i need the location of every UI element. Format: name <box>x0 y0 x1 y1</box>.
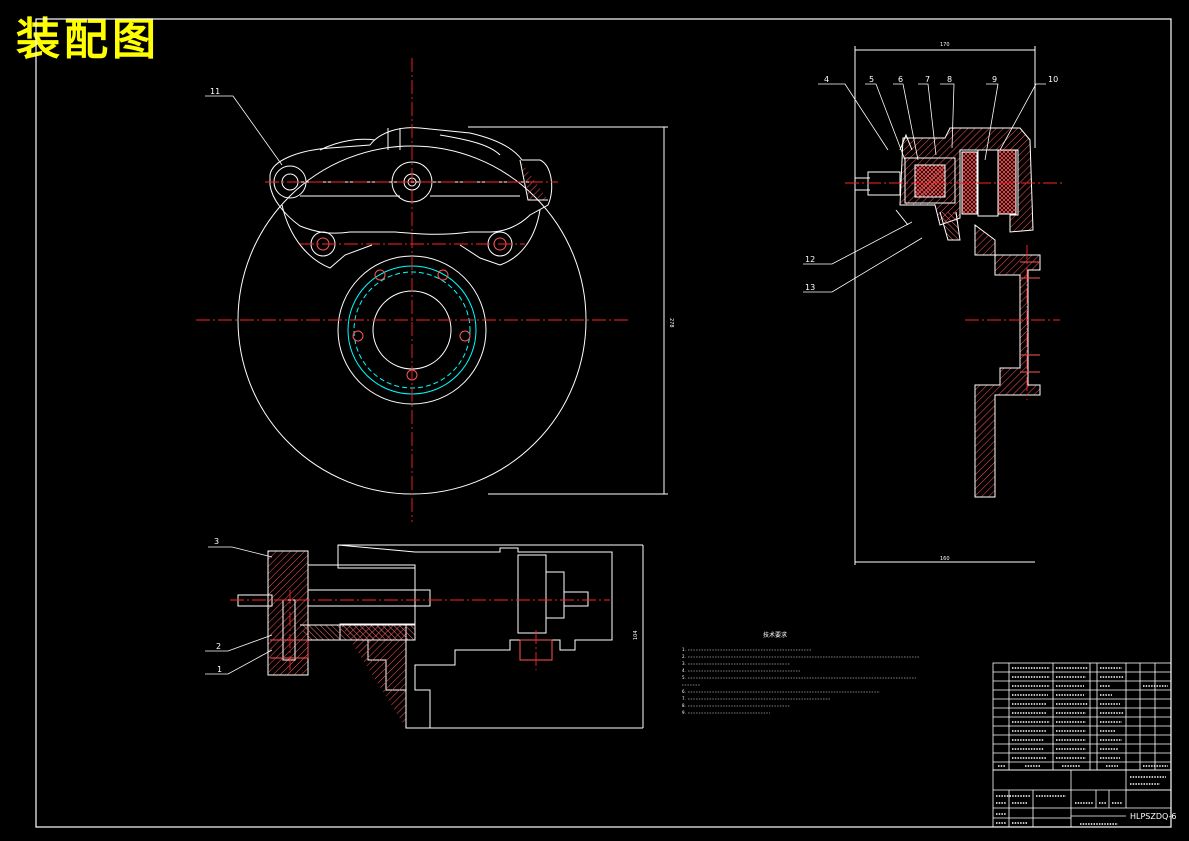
balloon-9: 9 <box>992 75 997 84</box>
tech-req-item: 4. <box>682 668 686 673</box>
balloon-13: 13 <box>805 283 815 292</box>
parts-list-entries <box>998 667 1168 767</box>
tech-req-lines <box>682 649 920 714</box>
tech-req-item: 5. <box>682 675 686 680</box>
svg-text:160: 160 <box>940 556 950 562</box>
side-section-view: 170 160 <box>854 42 1041 565</box>
svg-text:278: 278 <box>668 318 674 328</box>
side-view-centerlines <box>845 182 1065 400</box>
tech-req-item: 3. <box>682 661 686 666</box>
balloon-10: 10 <box>1048 75 1058 84</box>
front-view-centerlines <box>196 58 628 522</box>
bottom-section-view: 104 <box>237 544 644 729</box>
bottom-view-centerlines <box>230 590 610 670</box>
balloon-2: 2 <box>216 642 221 651</box>
pin-shaft <box>307 589 431 607</box>
balloon-8: 8 <box>947 75 952 84</box>
drawing-title: 装配图 <box>16 14 160 65</box>
balloon-4: 4 <box>824 75 829 84</box>
bottom-dimension-frame <box>338 544 644 729</box>
caliper-top-bracket <box>387 128 401 150</box>
leader-lines <box>205 83 1046 675</box>
guide-bolt <box>282 599 296 661</box>
technical-requirements: 技术要求 1. 2. 3. 4. 5. 6. 7. 8. 9. <box>682 631 787 715</box>
caliper-section <box>899 127 1034 233</box>
balloon-11: 11 <box>210 87 220 96</box>
slide-pin <box>237 594 273 607</box>
tech-req-item: 2. <box>682 654 686 659</box>
piston <box>904 157 956 204</box>
caliper-flange <box>267 550 309 676</box>
tech-req-heading: 技术要求 <box>763 631 787 639</box>
drawing-border <box>35 18 1172 828</box>
tech-req-item: 6. <box>682 689 686 694</box>
svg-text:170: 170 <box>940 42 950 48</box>
svg-text:104: 104 <box>633 630 639 640</box>
balloon-12: 12 <box>805 255 815 264</box>
balloon-7: 7 <box>925 75 930 84</box>
disc-hub-section <box>974 224 1041 498</box>
balloon-5: 5 <box>869 75 874 84</box>
title-block-entries <box>996 776 1166 825</box>
front-view: 278 <box>237 126 674 495</box>
front-dimension-height <box>468 126 668 495</box>
tech-req-item: 8. <box>682 703 686 708</box>
drawing-number: HLPSZDQ-6 <box>1130 812 1177 821</box>
brake-pad-outer <box>997 149 1017 215</box>
tech-req-item: 9. <box>682 710 686 715</box>
balloon-3: 3 <box>214 537 219 546</box>
side-dimension-frame <box>854 46 1036 565</box>
title-block <box>992 769 1172 828</box>
tech-req-item: 1. <box>682 647 686 652</box>
balloon-1: 1 <box>217 665 222 674</box>
bleed-screw <box>867 171 901 196</box>
pad-block <box>517 554 547 634</box>
parts-list <box>992 662 1172 771</box>
tech-req-item: 7. <box>682 696 686 701</box>
hub-bolt-holes <box>352 269 471 381</box>
balloon-labels: 11 4 5 6 7 8 9 10 12 13 3 2 1 <box>210 75 1058 674</box>
caliper-body <box>269 127 553 235</box>
balloon-6: 6 <box>898 75 903 84</box>
